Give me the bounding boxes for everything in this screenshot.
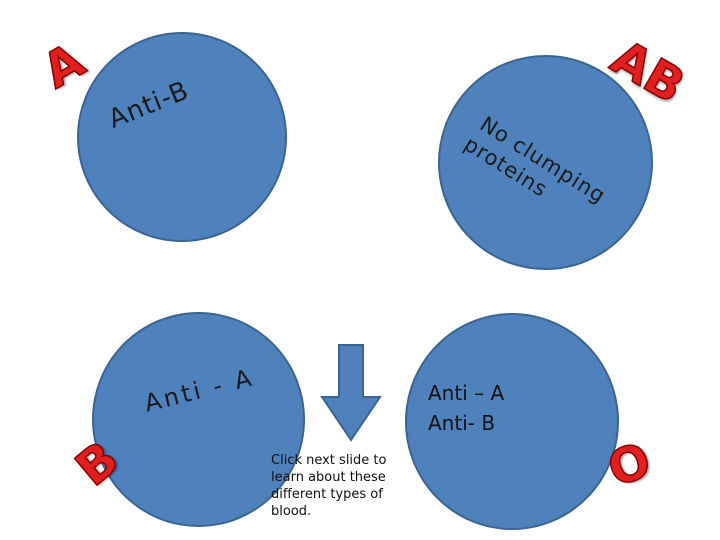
type-o-line1: Anti – A (428, 381, 505, 405)
down-arrow-icon (320, 344, 382, 442)
type-b-circle (92, 312, 305, 527)
next-slide-note: Click next slide to learn about these di… (271, 453, 387, 519)
type-a-circle (77, 32, 287, 242)
type-o-antibodies: Anti – A Anti- B (428, 378, 504, 438)
type-o-line2: Anti- B (428, 411, 496, 435)
type-ab-circle (438, 55, 653, 270)
type-a-label: A (33, 32, 95, 101)
type-o-circle (405, 313, 619, 530)
type-o-label: O (600, 431, 659, 499)
